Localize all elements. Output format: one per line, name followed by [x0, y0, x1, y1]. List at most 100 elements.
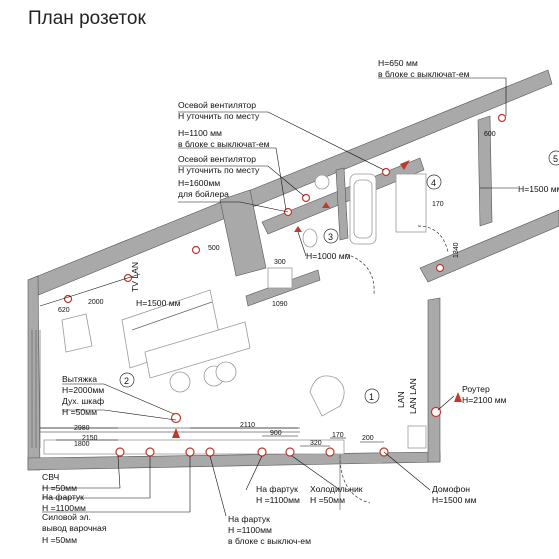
- label-lan: LAN: [396, 391, 406, 408]
- outlet-icon: [325, 447, 335, 457]
- fan-marker-icon: [294, 226, 302, 232]
- label-apron-note: в блоке с выключ-ем: [228, 536, 311, 546]
- dim-170: 170: [332, 432, 344, 439]
- walls: [27, 69, 559, 471]
- label-microwave-h: H =50мм: [42, 483, 77, 493]
- intercom-box: [407, 425, 427, 449]
- dim-1090: 1090: [272, 301, 288, 308]
- armchair: [61, 313, 93, 353]
- outlet-icon: [145, 447, 155, 457]
- label-microwave: СВЧ: [42, 472, 60, 482]
- room-number: 2: [124, 376, 129, 386]
- label-apron-h: H =1100мм: [42, 503, 86, 513]
- room-numbers: 2 1 3 4 5: [119, 150, 559, 404]
- cabinet: [395, 173, 427, 233]
- dim-500: 500: [208, 245, 220, 252]
- outlets: [63, 113, 507, 457]
- label-h1500: H=1500 мм: [518, 184, 559, 194]
- dim-1800: 1800: [74, 441, 90, 448]
- room-number: 1: [369, 392, 374, 402]
- exterior-wall-left: [27, 275, 41, 471]
- wall-right-main: [427, 297, 441, 463]
- chair: [169, 371, 191, 393]
- fan-marker-icon: [322, 202, 330, 208]
- label-fan: Осевой вентилятор: [178, 154, 256, 164]
- label-fan-note: Н уточнить по месту: [178, 111, 260, 121]
- outlet-icon: [185, 447, 195, 457]
- label-apron-h: H =1100мм: [256, 495, 300, 505]
- label-boiler: для бойлера: [178, 189, 229, 199]
- dimension-lines: [39, 273, 384, 447]
- label-h650: H=650 мм: [378, 58, 418, 68]
- label-router: Роутер: [462, 384, 490, 394]
- label-apron: На фартук: [256, 484, 298, 494]
- wall-partition-core: [219, 189, 267, 277]
- outlet-icon: [63, 294, 73, 304]
- annotations: H=650 мм в блоке с выключат-ем Осевой ве…: [42, 58, 559, 546]
- toilet: [302, 228, 318, 248]
- doors: [339, 225, 449, 510]
- room-number: 4: [431, 178, 436, 188]
- label-intercom: Домофон: [432, 484, 470, 494]
- wall-corridor: [419, 209, 559, 283]
- label-h1500: H=1500 мм: [136, 298, 181, 308]
- outlet-icon: [435, 263, 445, 273]
- outlet-icon: [205, 447, 215, 457]
- label-fan: Осевой вентилятор: [178, 100, 256, 110]
- outlet-icon: [285, 447, 295, 457]
- leader-lines: [42, 77, 518, 517]
- outlet-icon: [497, 113, 507, 123]
- dim-900: 900: [270, 430, 282, 437]
- hood-marker-icon: [172, 428, 180, 438]
- hood-outlet-icon: [170, 412, 182, 424]
- label-block-switch: в блоке с выключат-ем: [178, 139, 270, 149]
- dim-600: 600: [484, 131, 496, 138]
- label-hood-h: H=2000мм: [62, 385, 104, 395]
- dim-2110: 2110: [240, 422, 255, 429]
- exterior-wall-bottom: [27, 451, 441, 471]
- label-h1100: H=1100 мм: [178, 128, 222, 138]
- label-h1600: H=1600мм: [178, 178, 220, 188]
- tv-cabinet: [144, 321, 251, 379]
- outlet-icon: [191, 245, 201, 255]
- closet: [267, 267, 293, 289]
- label-cooktop: Силовой эл.: [42, 512, 91, 522]
- dim-200: 200: [362, 435, 374, 442]
- dimension-values: 600 170 1340 300 1090 500 620 2000 2980 …: [58, 131, 496, 448]
- outlet-icon: [301, 193, 311, 203]
- label-cooktop-h: H =50мм: [42, 535, 77, 545]
- label-cooktop-2: вывод варочная: [42, 523, 107, 533]
- label-block-switch: в блоке с выключат-ем: [378, 69, 470, 79]
- label-lan-lan: LAN LAN: [408, 378, 418, 414]
- label-fridge-h: H =50мм: [310, 495, 345, 505]
- dim-1340: 1340: [453, 242, 460, 258]
- sink: [314, 174, 330, 190]
- label-h1000: H=1000 мм: [306, 251, 351, 261]
- label-apron: На фартук: [228, 514, 270, 524]
- dim-2980: 2980: [74, 425, 90, 432]
- label-hood: Вытяжка: [62, 374, 97, 384]
- dim-300: 300: [274, 259, 286, 266]
- wall-room5: [477, 115, 493, 227]
- router-marker-icon: [454, 392, 462, 402]
- label-apron: На фартук: [42, 492, 84, 502]
- dim-170: 170: [432, 201, 444, 208]
- outlet-icon: [381, 167, 391, 177]
- wall-bath-vertical: [335, 167, 349, 241]
- dim-2000: 2000: [88, 299, 104, 306]
- label-router-h: H=2100 мм: [462, 395, 507, 405]
- fan-marker-icon: [400, 160, 410, 170]
- label-fridge: Холодильник: [310, 484, 363, 494]
- page-title: План розеток: [28, 8, 146, 29]
- room-number: 3: [328, 232, 333, 242]
- armchair-right: [309, 375, 345, 417]
- room-number: 5: [553, 154, 558, 164]
- label-fan-note: Н уточнить по месту: [178, 165, 260, 175]
- label-oven: Дух. шкаф: [62, 396, 104, 406]
- label-intercom-h: H=1500 мм: [432, 495, 477, 505]
- dim-320: 320: [310, 440, 322, 447]
- furniture: [43, 173, 427, 455]
- chair: [215, 361, 237, 383]
- dim-620: 620: [58, 307, 70, 314]
